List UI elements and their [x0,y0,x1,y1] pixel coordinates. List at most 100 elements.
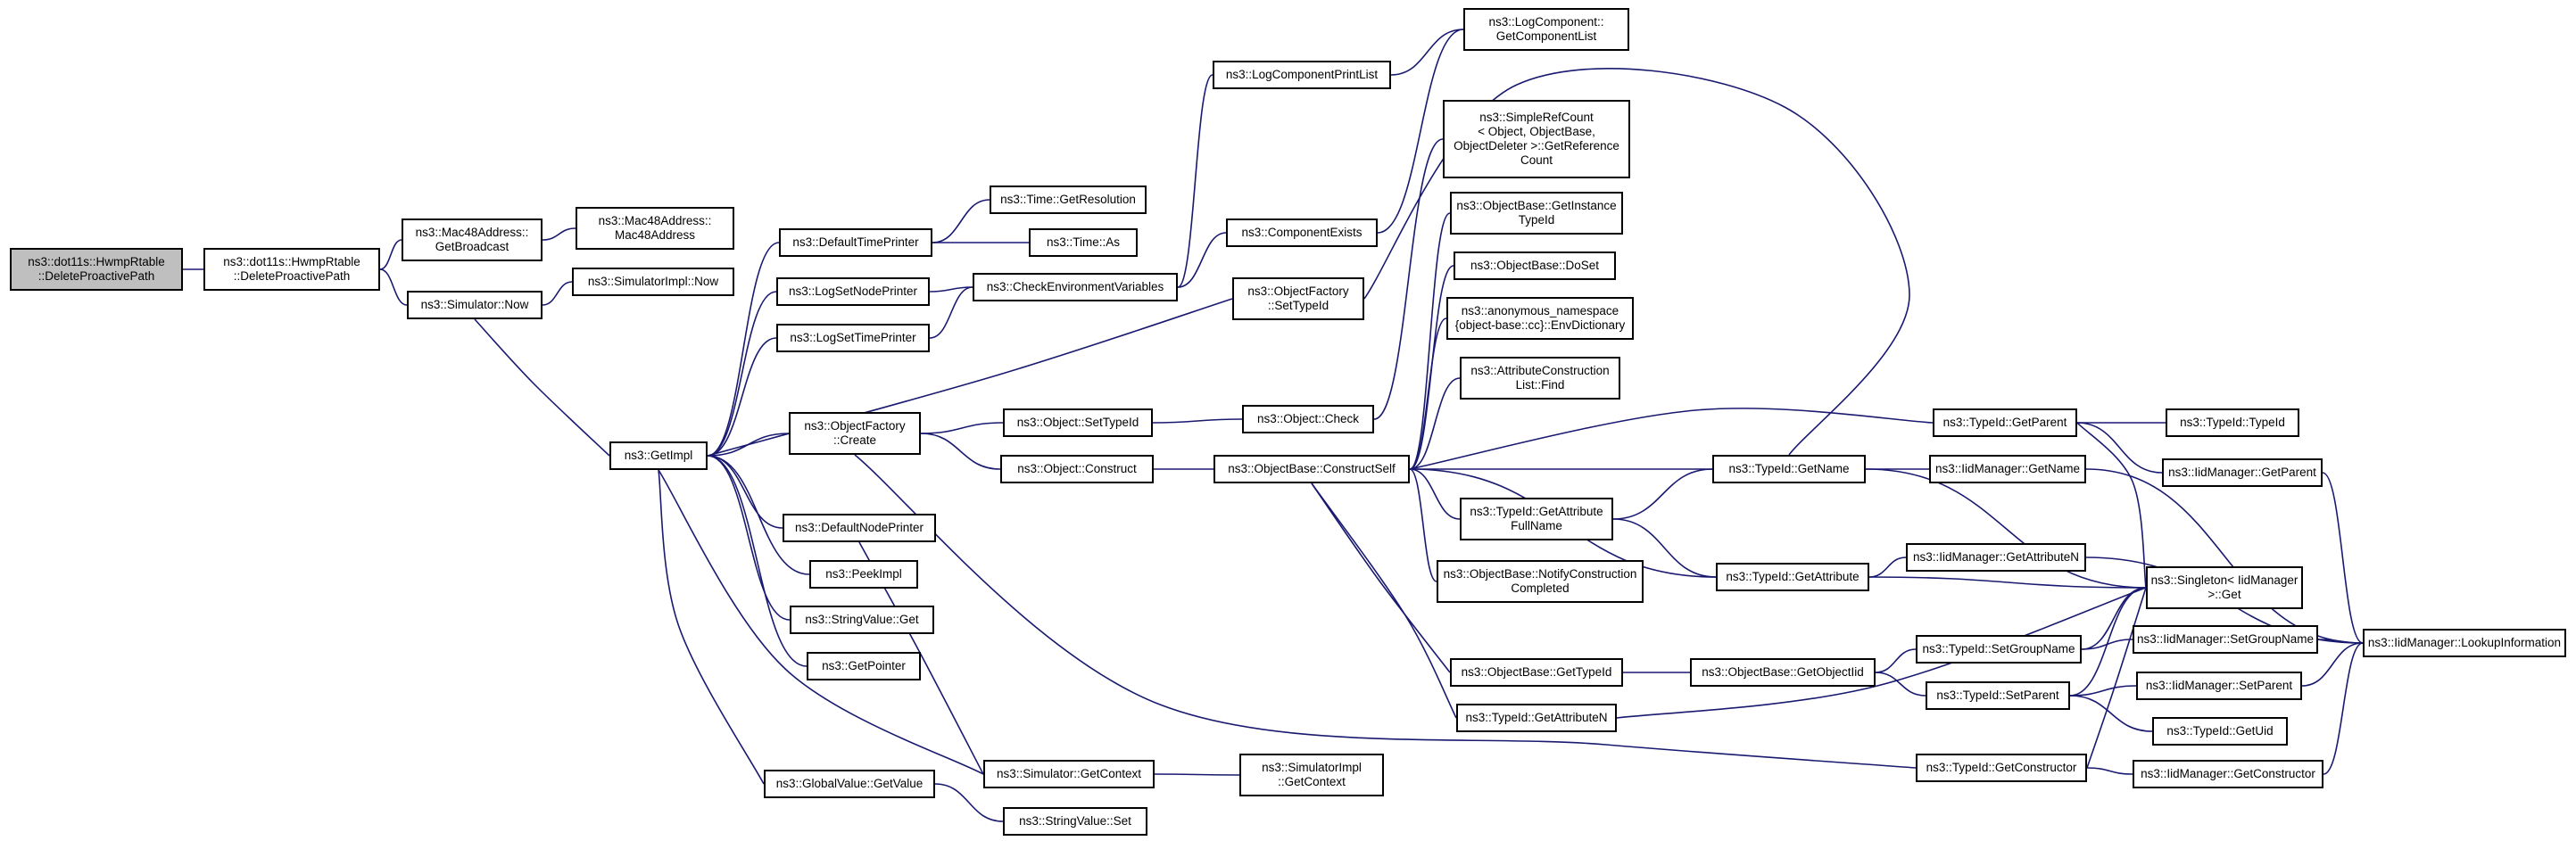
edge-logsetnodeprinter--checkenv [929,286,973,293]
node-label: ns3::DefaultNodePrinter [794,521,924,535]
node-label: ns3::TypeId::GetParent [1942,416,2067,430]
edge-tidgetparent--iidgetparent [2076,422,2163,474]
node-peekimpl[interactable]: ns3::PeekImpl [809,560,918,589]
node-logsettimeprinter[interactable]: ns3::LogSetTimePrinter [776,324,930,352]
node-defnodeprinter[interactable]: ns3::DefaultNodePrinter [783,514,936,542]
node-singletonget[interactable]: ns3::Singleton< IidManager >::Get [2146,566,2303,609]
edge-tidsetparent--singletonget [2069,587,2147,697]
node-tidgetuid[interactable]: ns3::TypeId::GetUid [2152,717,2288,746]
edge-tidgetname--singletonget [1865,468,2147,589]
node-lookupinfo[interactable]: ns3::IidManager::LookupInformation [2363,629,2566,657]
node-constructself[interactable]: ns3::ObjectBase::ConstructSelf [1213,455,1410,483]
node-label: ns3::ObjectBase::DoSet [1470,259,1600,273]
node-label: ns3::ObjectBase::GetObjectIid [1702,665,1864,680]
node-label: ns3::LogSetTimePrinter [790,331,916,345]
node-objcheck[interactable]: ns3::Object::Check [1242,405,1374,433]
node-label: ns3::PeekImpl [825,567,902,581]
node-tidctor[interactable]: ns3::TypeId::TypeId [2166,408,2299,437]
node-getcomponentlist[interactable]: ns3::LogComponent:: GetComponentList [1463,8,1629,51]
node-getimpl[interactable]: ns3::GetImpl [609,441,708,470]
node-componentexists[interactable]: ns3::ComponentExists [1226,218,1378,247]
node-label: ns3::ComponentExists [1241,226,1363,240]
node-label: ns3::SimulatorImpl ::GetContext [1262,761,1362,788]
node-label: ns3::dot11s::HwmpRtable ::DeleteProactiv… [28,255,165,283]
node-stringvalueset[interactable]: ns3::StringValue::Set [1003,807,1147,836]
node-label: ns3::TypeId::GetConstructor [1926,761,2077,775]
edge-tidgetconstructor--iidgetconstructor [2086,767,2133,775]
node-tidgetname[interactable]: ns3::TypeId::GetName [1712,455,1866,483]
node-objsettypeid[interactable]: ns3::Object::SetTypeId [1003,408,1153,437]
node-stringvalueget[interactable]: ns3::StringValue::Get [790,606,934,634]
node-factorysettypeid[interactable]: ns3::ObjectFactory ::SetTypeId [1232,277,1364,320]
edge-getimpl--deftimeprinter [707,242,780,457]
node-getobjectiid[interactable]: ns3::ObjectBase::GetObjectIid [1690,658,1876,687]
node-simnow[interactable]: ns3::Simulator::Now [407,291,543,319]
edge-tidsetparent--iidsetparent [2069,685,2137,697]
node-getinstancetypeid[interactable]: ns3::ObjectBase::GetInstance TypeId [1450,192,1623,235]
node-getattrfullname[interactable]: ns3::TypeId::GetAttribute FullName [1460,498,1613,540]
node-tidgetparent[interactable]: ns3::TypeId::GetParent [1933,408,2077,437]
node-getbroadcast[interactable]: ns3::Mac48Address:: GetBroadcast [402,218,543,261]
edge-constructself--getinstancetypeid [1409,212,1451,470]
node-logsetnodeprinter[interactable]: ns3::LogSetNodePrinter [776,277,930,306]
node-label: ns3::ObjectBase::NotifyConstruction Comp… [1443,567,1637,595]
node-label: ns3::Mac48Address:: Mac48Address [598,214,712,242]
node-label: ns3::GetPointer [822,659,906,673]
node-label: ns3::IidManager::GetAttributeN [1912,550,2080,565]
node-mac48ctor[interactable]: ns3::Mac48Address:: Mac48Address [576,207,734,250]
node-label: ns3::LogComponent:: GetComponentList [1488,15,1604,43]
node-deftimeprinter[interactable]: ns3::DefaultTimePrinter [779,228,932,257]
node-getrefcount[interactable]: ns3::SimpleRefCount < Object, ObjectBase… [1443,100,1630,178]
node-simimplnow[interactable]: ns3::SimulatorImpl::Now [572,268,734,296]
node-label: ns3::ObjectBase::ConstructSelf [1228,462,1396,476]
edge-globalgetvalue--stringvalueset [934,783,1004,822]
node-getpointer[interactable]: ns3::GetPointer [807,652,921,680]
node-factorycreate[interactable]: ns3::ObjectFactory ::Create [789,412,921,455]
node-label: ns3::ObjectBase::GetInstance TypeId [1456,199,1617,227]
node-simgetcontext[interactable]: ns3::Simulator::GetContext [983,760,1155,788]
edge-logsettimeprinter--checkenv [929,286,973,339]
node-label: ns3::Time::GetResolution [1000,193,1136,207]
node-iidgetconstructor[interactable]: ns3::IidManager::GetConstructor [2133,760,2323,788]
edge-factorycreate--tidgetconstructor [854,454,1917,769]
node-objconstruct[interactable]: ns3::Object::Construct [1000,455,1154,483]
node-simimplgetcontext[interactable]: ns3::SimulatorImpl ::GetContext [1239,754,1384,796]
node-logprintlist[interactable]: ns3::LogComponentPrintList [1213,61,1391,89]
node-tidgetattributen[interactable]: ns3::TypeId::GetAttributeN [1456,704,1617,732]
node-tidsetgroupname[interactable]: ns3::TypeId::SetGroupName [1916,635,2082,664]
edge-constructself--notifyconstruction [1409,468,1437,582]
node-globalgetvalue[interactable]: ns3::GlobalValue::GetValue [764,770,935,798]
node-tidsetparent[interactable]: ns3::TypeId::SetParent [1926,681,2070,710]
node-label: ns3::Mac48Address:: GetBroadcast [415,226,529,253]
node-label: ns3::GetImpl [624,449,693,463]
node-hwmp2[interactable]: ns3::dot11s::HwmpRtable ::DeleteProactiv… [203,248,380,291]
node-objbasegettypeid[interactable]: ns3::ObjectBase::GetTypeId [1450,658,1623,687]
node-iidgetattributen[interactable]: ns3::IidManager::GetAttributeN [1906,543,2086,572]
edge-componentexists--getcomponentlist [1377,29,1464,234]
node-doset[interactable]: ns3::ObjectBase::DoSet [1454,251,1616,280]
node-notifyconstruction[interactable]: ns3::ObjectBase::NotifyConstruction Comp… [1437,560,1644,603]
node-label: ns3::TypeId::SetParent [1936,688,2059,703]
node-iidsetgroupname[interactable]: ns3::IidManager::SetGroupName [2133,625,2318,654]
node-checkenv[interactable]: ns3::CheckEnvironmentVariables [973,273,1178,301]
node-iidgetparent[interactable]: ns3::IidManager::GetParent [2162,458,2323,487]
edge-iidsetparent--lookupinfo [2301,642,2364,687]
node-label: ns3::dot11s::HwmpRtable ::DeleteProactiv… [223,255,360,283]
node-tidgetattribute[interactable]: ns3::TypeId::GetAttribute [1716,563,1869,591]
node-getresolution[interactable]: ns3::Time::GetResolution [990,186,1147,214]
node-tidgetconstructor[interactable]: ns3::TypeId::GetConstructor [1916,754,2087,782]
edge-iidgetparent--lookupinfo [2322,472,2364,644]
node-timeas[interactable]: ns3::Time::As [1029,228,1138,257]
node-hwmp1: ns3::dot11s::HwmpRtable ::DeleteProactiv… [10,248,183,291]
edge-factorycreate--objsettypeid [920,422,1004,434]
edge-simnow--simimplnow [542,281,573,306]
node-label: ns3::Time::As [1046,235,1121,250]
node-iidgetname[interactable]: ns3::IidManager::GetName [1929,455,2086,483]
node-iidsetparent[interactable]: ns3::IidManager::SetParent [2136,672,2302,700]
node-label: ns3::LogSetNodePrinter [788,284,918,299]
node-envdictionary[interactable]: ns3::anonymous_namespace {object-base::c… [1446,297,1634,340]
node-label: ns3::Object::Check [1256,412,1360,426]
node-label: ns3::ObjectBase::GetTypeId [1461,665,1612,680]
node-aclfind[interactable]: ns3::AttributeConstruction List::Find [1460,357,1620,400]
